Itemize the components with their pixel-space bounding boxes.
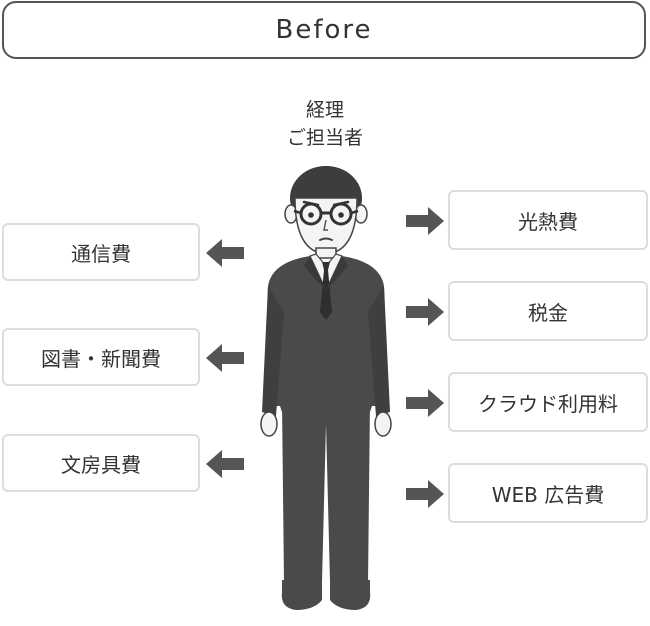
cost-box-label: クラウド利用料	[478, 391, 618, 416]
role-label: 経理 ご担当者	[245, 96, 405, 152]
role-line-1: 経理	[305, 99, 344, 121]
arrow-left-icon	[206, 344, 244, 372]
arrow-left-icon	[206, 239, 244, 267]
arrow-left-icon	[206, 450, 244, 478]
role-line-2: ご担当者	[286, 127, 363, 149]
cost-box-utilities: 光熱費	[448, 190, 648, 250]
cost-box-stationery: 文房具費	[2, 434, 200, 492]
accountant-figure-icon	[260, 166, 392, 610]
arrow-right-icon	[406, 480, 444, 508]
cost-box-label: 税金	[528, 300, 568, 325]
cost-box-label: WEB 広告費	[491, 482, 605, 507]
cost-box-communication: 通信費	[2, 223, 200, 281]
header-title: Before	[275, 15, 373, 45]
before-header: Before	[2, 1, 646, 59]
cost-box-label: 図書・新聞費	[41, 346, 161, 371]
arrow-right-icon	[406, 298, 444, 326]
cost-box-label: 通信費	[71, 241, 131, 266]
arrow-right-icon	[406, 207, 444, 235]
cost-box-label: 光熱費	[518, 209, 578, 234]
cost-box-web-advertising: WEB 広告費	[448, 463, 648, 523]
cost-box-cloud-usage: クラウド利用料	[448, 372, 648, 432]
arrow-right-icon	[406, 389, 444, 417]
cost-box-taxes: 税金	[448, 281, 648, 341]
cost-box-label: 文房具費	[61, 452, 141, 477]
cost-box-books-newspapers: 図書・新聞費	[2, 328, 200, 386]
